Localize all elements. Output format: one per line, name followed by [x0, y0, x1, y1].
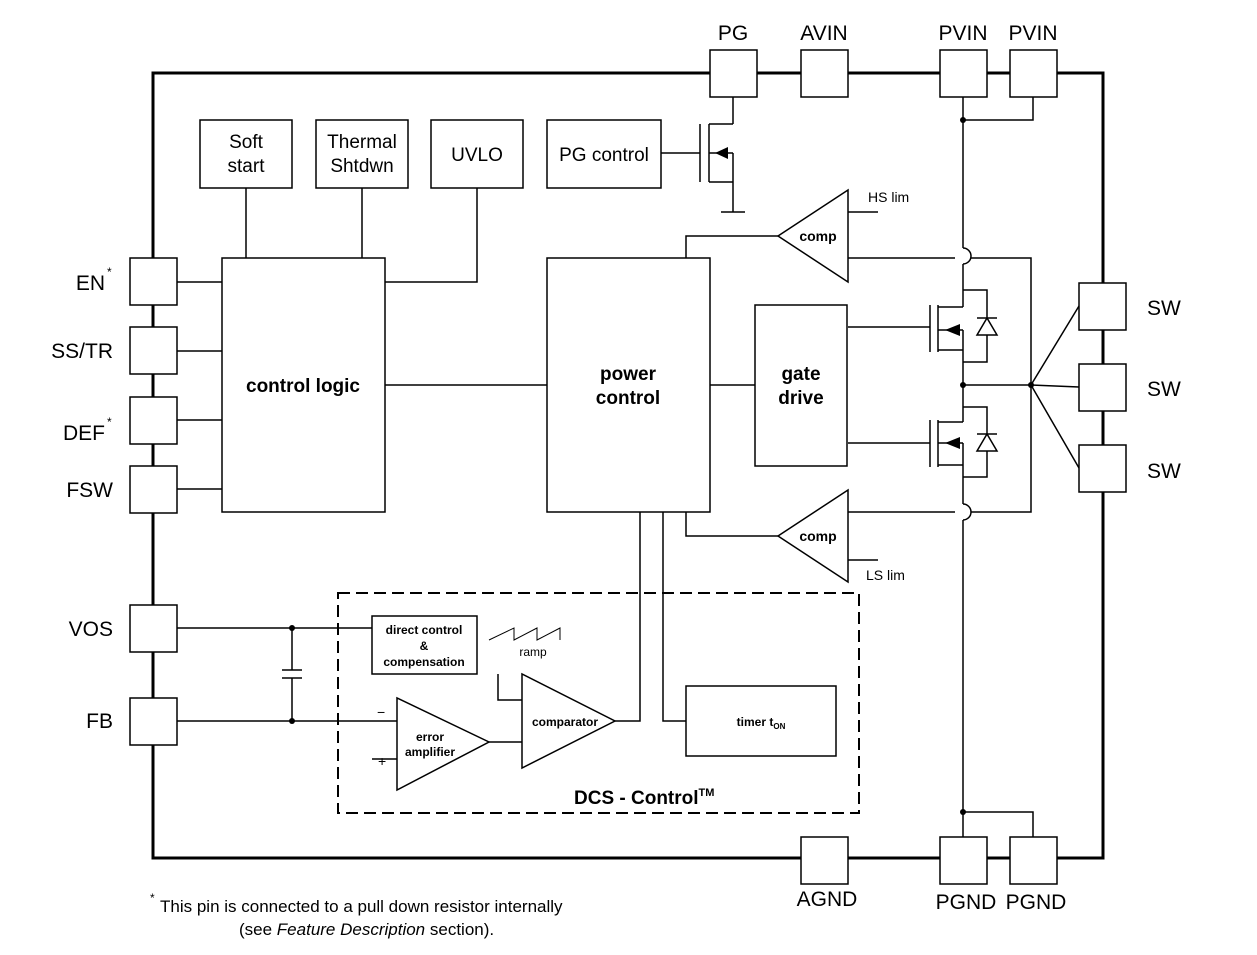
error-amp-plus: + [378, 753, 386, 769]
footnote-asterisk: * [150, 891, 155, 905]
pin-pgnd1-box [939, 836, 988, 885]
pin-sw1-label: SW [1147, 297, 1181, 320]
power-control-label-1: power [600, 364, 657, 385]
ramp-icon [488, 627, 561, 641]
pin-pgnd2-box [1009, 836, 1058, 885]
comparator-label: comparator [532, 715, 598, 729]
error-amp-label-2: amplifier [405, 745, 455, 759]
pg-control-block [546, 119, 662, 189]
ls-comp-out-wire [685, 512, 778, 537]
ls-lim-label: LS lim [866, 567, 905, 583]
ls-comp-label: comp [799, 528, 836, 544]
pin-agnd-box [800, 836, 849, 885]
soft-start-label-1: Soft [229, 132, 264, 153]
pin-en-box [129, 257, 178, 306]
pin-fb-box [129, 697, 178, 746]
pin-sstr-box [129, 326, 178, 375]
uvlo-label: UVLO [451, 145, 503, 166]
timer-label-sub: ON [773, 722, 785, 731]
pin-sw2-box [1078, 363, 1127, 412]
hs-lim-label: HS lim [868, 189, 909, 205]
pin-sw2-label: SW [1147, 378, 1181, 401]
pin-vos-box [129, 604, 178, 653]
pin-pgnd1-label: PGND [936, 891, 997, 914]
thermal-label-1: Thermal [327, 132, 397, 153]
timer-label: timer tON [737, 715, 786, 731]
pin-sw3-box [1078, 444, 1127, 493]
comparator-triangle [521, 672, 617, 770]
error-amplifier-triangle [396, 696, 491, 792]
pin-pg-box [709, 49, 758, 98]
pin-fb-label: FB [86, 710, 113, 733]
timer-label-main: timer t [737, 715, 774, 729]
pin-agnd-label: AGND [797, 888, 858, 911]
pin-pvin1-label: PVIN [938, 22, 987, 45]
hs-comp-triangle [776, 188, 849, 284]
error-amp-label-1: error [416, 730, 444, 744]
pin-pvin2-box [1009, 49, 1058, 98]
control-logic-wires [177, 188, 547, 490]
footnote-line-2-italic: Feature Description [277, 920, 425, 939]
pin-def-asterisk: * [107, 415, 112, 429]
direct-control-label-3: compensation [383, 655, 464, 669]
control-logic-label: control logic [246, 376, 360, 397]
pin-sw3-label: SW [1147, 460, 1181, 483]
pin-fsw-label: FSW [66, 479, 113, 502]
footnote-line-1: This pin is connected to a pull down res… [160, 897, 563, 916]
control-logic-block [221, 257, 386, 513]
soft-start-block [199, 119, 293, 189]
power-stage-wires [848, 97, 1080, 837]
footnote-line-2-suffix: section). [425, 920, 494, 939]
hs-mosfet-symbol [929, 288, 999, 385]
ramp-label: ramp [519, 645, 547, 659]
pin-vos-label: VOS [69, 618, 113, 641]
pg-control-label: PG control [559, 145, 649, 166]
error-amp-minus: − [377, 704, 385, 720]
feedback-wires [177, 512, 686, 760]
direct-control-label-2: & [420, 639, 429, 653]
pin-pg-label: PG [718, 22, 748, 45]
direct-control-label-1: direct control [386, 623, 463, 637]
dcs-control-region [337, 592, 860, 814]
thermal-label-2: Shtdwn [330, 156, 393, 177]
pin-def-label: DEF [63, 422, 105, 445]
gate-drive-label-2: drive [778, 388, 823, 409]
pin-avin-box [800, 49, 849, 98]
pin-en-label: EN [76, 272, 105, 295]
gate-drive-block [754, 304, 848, 467]
pin-def-box [129, 396, 178, 445]
thermal-shutdown-block [315, 119, 409, 189]
footnote-line-2-prefix: (see [239, 920, 277, 939]
pin-pvin2-label: PVIN [1008, 22, 1057, 45]
pin-pgnd2-label: PGND [1006, 891, 1067, 914]
soft-start-label-2: start [228, 156, 266, 177]
pin-sw1-box [1078, 282, 1127, 331]
ls-mosfet-symbol [929, 385, 999, 483]
direct-control-block [371, 615, 478, 675]
gate-drive-label-1: gate [781, 364, 820, 385]
pin-avin-label: AVIN [800, 22, 847, 45]
pin-pvin1-box [939, 49, 988, 98]
pin-fsw-box [129, 465, 178, 514]
timer-block [685, 685, 837, 757]
hs-comp-out-wire [685, 235, 778, 258]
dcs-control-tm: TM [699, 787, 715, 799]
hs-comp-label: comp [799, 228, 836, 244]
footnote-line-2: (see Feature Description section). [239, 920, 494, 939]
dcs-control-label: DCS - ControlTM [574, 787, 714, 809]
pg-mosfet-symbol [661, 97, 745, 213]
pin-en-asterisk: * [107, 265, 112, 279]
pin-sstr-label: SS/TR [51, 340, 113, 363]
power-control-block [546, 257, 711, 513]
ls-comp-triangle [776, 488, 849, 584]
power-control-label-2: control [596, 388, 660, 409]
dcs-control-label-main: DCS - Control [574, 788, 699, 809]
